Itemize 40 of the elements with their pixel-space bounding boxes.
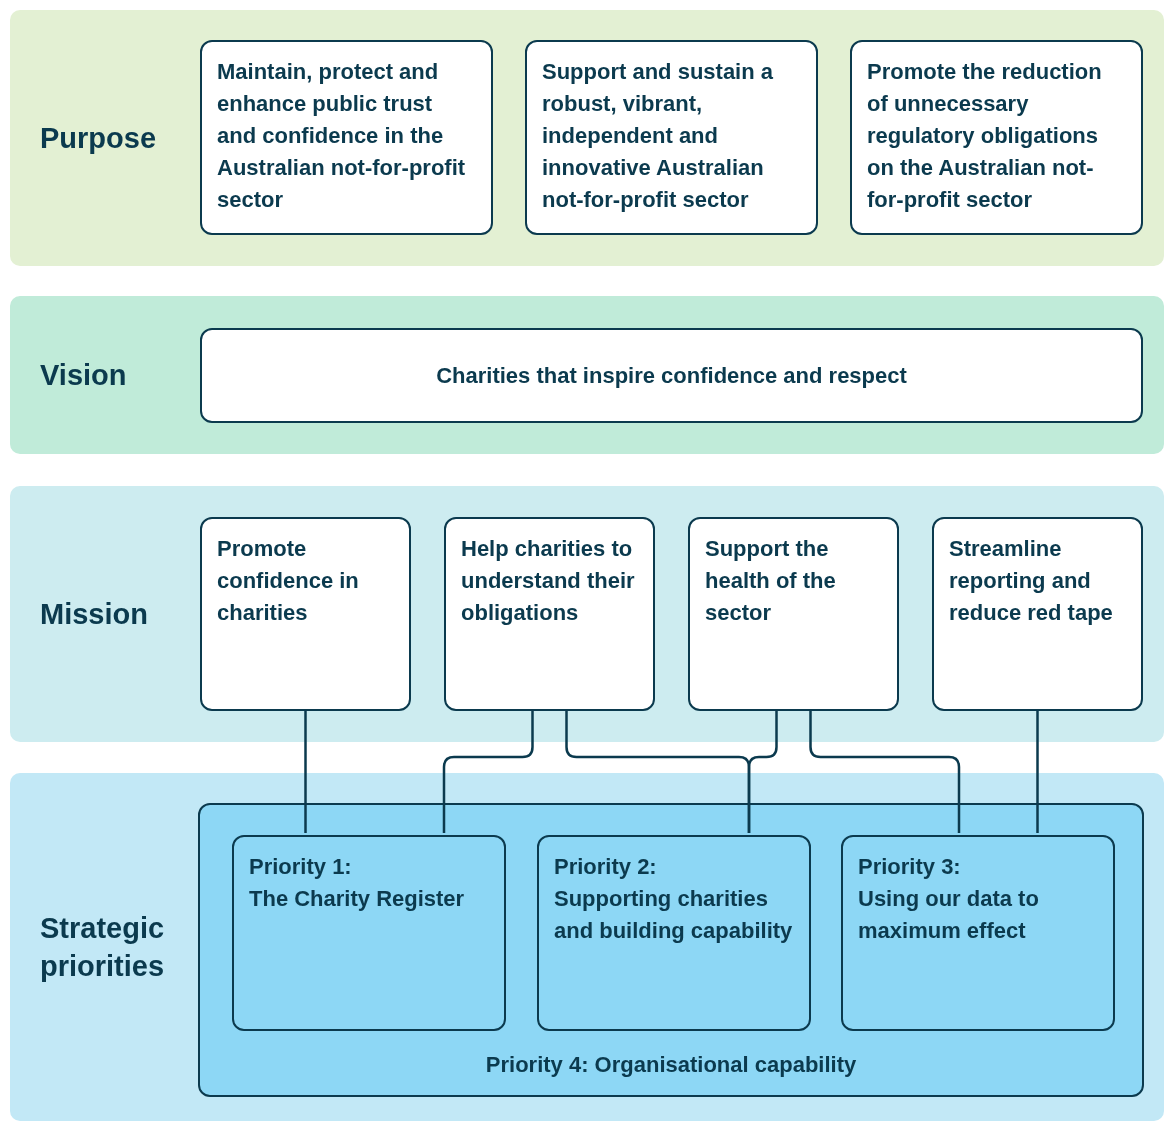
connector-line bbox=[304, 711, 307, 833]
section-heading: Vision bbox=[40, 358, 128, 393]
priority-title: Priority 4: Organisational capability bbox=[484, 1051, 858, 1079]
text-box bbox=[841, 835, 1115, 1031]
text-box bbox=[200, 40, 493, 235]
box-text: Streamline reporting and reduce red tape bbox=[949, 535, 1114, 627]
box-text: Supporting charities and building capability bbox=[554, 885, 794, 945]
section-heading: Purpose bbox=[40, 121, 158, 156]
text-box bbox=[232, 835, 506, 1031]
box-text: Promote the reduction of unnecessary regulatory obligations on the Australian not-for-profit sector bbox=[867, 58, 1103, 214]
section-band bbox=[10, 10, 1164, 266]
text-box bbox=[200, 328, 1143, 423]
text-box bbox=[850, 40, 1143, 235]
section-heading: Mission bbox=[40, 597, 149, 632]
box-text: Support and sustain a robust, vibrant, independent and innovative Australian not-for-profit sector bbox=[542, 58, 775, 214]
box-text: Help charities to understand their obligations bbox=[461, 535, 636, 627]
connector-line bbox=[747, 711, 778, 833]
box-text: Using our data to maximum effect bbox=[858, 885, 1040, 945]
text-box bbox=[444, 517, 655, 711]
connector-line bbox=[1036, 711, 1039, 833]
connector-line bbox=[809, 711, 961, 833]
box-text: Maintain, protect and enhance public trust and confidence in the Australian not-for-profit sector bbox=[217, 58, 467, 214]
box-text: The Charity Register bbox=[249, 885, 466, 913]
priority-panel bbox=[198, 803, 1144, 1097]
section-band bbox=[10, 486, 1164, 742]
section-heading: Strategic priorities bbox=[40, 911, 166, 984]
box-text: Promote confidence in charities bbox=[217, 535, 360, 627]
text-box bbox=[525, 40, 818, 235]
box-heading: Priority 1: bbox=[249, 853, 353, 881]
text-box bbox=[537, 835, 811, 1031]
section-band bbox=[10, 296, 1164, 454]
text-box bbox=[932, 517, 1143, 711]
box-heading: Priority 3: bbox=[858, 853, 962, 881]
section-band bbox=[10, 773, 1164, 1121]
connector-line bbox=[442, 711, 534, 833]
text-box bbox=[200, 517, 411, 711]
box-heading: Priority 2: bbox=[554, 853, 658, 881]
text-box bbox=[688, 517, 899, 711]
box-text: Charities that inspire confidence and respect bbox=[436, 361, 907, 390]
box-text: Support the health of the sector bbox=[705, 535, 837, 627]
